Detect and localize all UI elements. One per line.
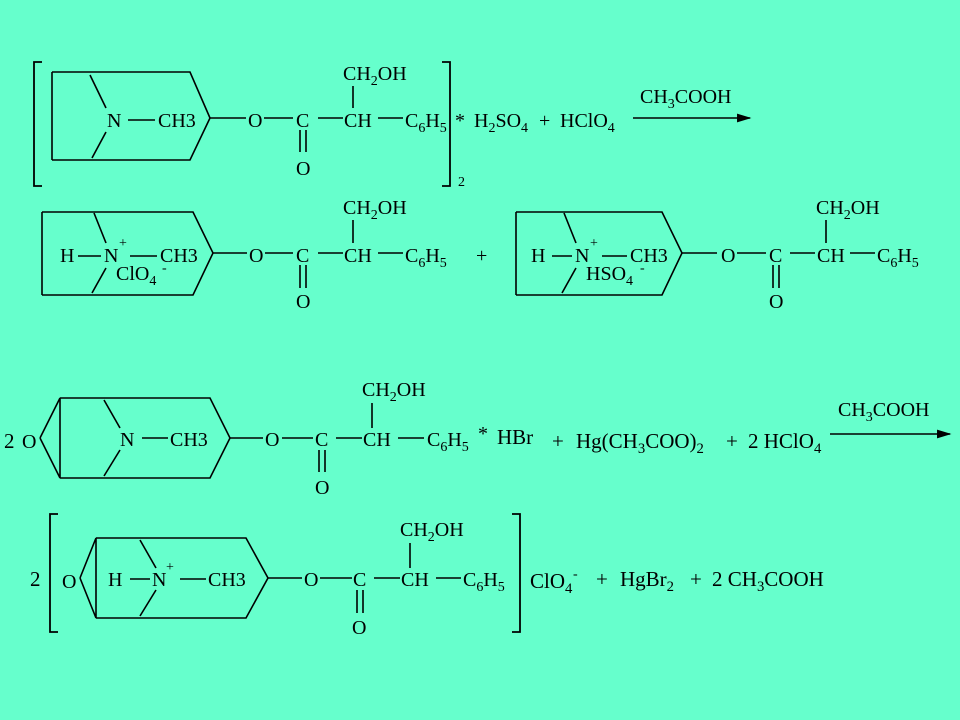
carbonyl-oxygen: O <box>315 477 329 499</box>
carbonyl-oxygen: O <box>296 291 310 313</box>
proton: H <box>531 245 545 267</box>
mercuric-bromide: HgBr2 <box>620 567 674 595</box>
carbonyl-carbon: C <box>769 245 782 267</box>
methyl-group: CH3 <box>160 245 198 267</box>
reaction-1-reactants: N CH3 O C O CH CH2OH C6H5 * 2 H2SO4 + HC… <box>33 61 752 190</box>
proton: H <box>60 245 74 267</box>
epoxide-oxygen: O <box>22 431 36 453</box>
plus-sign: + <box>726 429 738 453</box>
perchlorate-anion: ClO4 <box>116 263 156 289</box>
reaction-1-products: H N + CH3 ClO4 - O C O CH CH2OH C6H5 + H… <box>41 197 919 313</box>
hydrogen-sulfate-anion: HSO4 <box>586 263 633 289</box>
positive-charge: + <box>166 560 174 575</box>
solvent-label: CH3COOH <box>838 399 929 425</box>
perchloric-acid: HClO4 <box>560 110 615 136</box>
phenyl-group: C6H5 <box>877 245 919 271</box>
bracket-subscript: 2 <box>458 175 465 190</box>
plus-sign: + <box>596 567 608 591</box>
plus-sign: + <box>690 567 702 591</box>
carbonyl-oxygen: O <box>296 158 310 180</box>
solvent-label: CH3COOH <box>640 86 731 112</box>
left-square-bracket <box>33 61 42 187</box>
amine-nitrogen: N <box>107 110 121 132</box>
hydroxymethyl-group: CH2OH <box>362 379 426 405</box>
ester-oxygen: O <box>721 245 735 267</box>
carbonyl-carbon: C <box>353 569 366 591</box>
carbonyl-oxygen: O <box>769 291 783 313</box>
ester-oxygen: O <box>265 429 279 451</box>
epoxide-oxygen: O <box>62 571 76 593</box>
ester-oxygen: O <box>249 245 263 267</box>
carbonyl-carbon: C <box>315 429 328 451</box>
ammonium-nitrogen: N <box>152 569 166 591</box>
plus-sign: + <box>476 245 487 267</box>
negative-charge: - <box>640 261 645 276</box>
sulfuric-acid: H2SO4 <box>474 110 528 136</box>
phenyl-group: C6H5 <box>405 245 447 271</box>
methine-group: CH <box>363 429 391 451</box>
proton: H <box>108 569 122 591</box>
negative-charge: - <box>162 261 167 276</box>
hydroxymethyl-group: CH2OH <box>816 197 880 223</box>
ester-oxygen: O <box>304 569 318 591</box>
positive-charge: + <box>590 236 598 251</box>
hydroxymethyl-group: CH2OH <box>343 63 407 89</box>
methine-group: CH <box>344 245 372 267</box>
stoichiometric-coefficient: 2 <box>4 429 15 453</box>
reaction-2-products: 2 O H N + CH3 O C O CH CH2OH C6H5 ClO4 -… <box>30 513 824 639</box>
ester-oxygen: O <box>248 110 262 132</box>
ammonium-nitrogen: N <box>104 245 118 267</box>
acetic-acid: 2 CH3COOH <box>712 567 824 595</box>
hydroxymethyl-group: CH2OH <box>343 197 407 223</box>
plus-sign: + <box>552 429 564 453</box>
negative-charge: - <box>573 567 578 582</box>
hydroxymethyl-group: CH2OH <box>400 519 464 545</box>
phenyl-group: C6H5 <box>405 110 447 136</box>
carbonyl-carbon: C <box>296 245 309 267</box>
methyl-group: CH3 <box>630 245 668 267</box>
methine-group: CH <box>344 110 372 132</box>
methyl-group: CH3 <box>158 110 196 132</box>
phenyl-group: C6H5 <box>427 429 469 455</box>
carbonyl-oxygen: O <box>352 617 366 639</box>
methine-group: CH <box>401 569 429 591</box>
positive-charge: + <box>119 236 127 251</box>
methyl-group: CH3 <box>170 429 208 451</box>
methyl-group: CH3 <box>208 569 246 591</box>
salt-dot: * <box>455 110 465 132</box>
plus-sign: + <box>539 110 550 132</box>
reaction-2-reactants: 2 O N CH3 O C O CH CH2OH C6H5 * HBr + Hg… <box>4 379 952 499</box>
amine-nitrogen: N <box>120 429 134 451</box>
salt-dot: * <box>478 423 488 445</box>
ammonium-nitrogen: N <box>575 245 589 267</box>
perchloric-acid: 2 HClO4 <box>748 429 822 457</box>
hydrobromic-acid: HBr <box>497 425 533 449</box>
right-square-bracket <box>442 61 451 187</box>
mercuric-acetate: Hg(CH3COO)2 <box>576 429 704 457</box>
carbonyl-carbon: C <box>296 110 309 132</box>
stoichiometric-coefficient: 2 <box>30 567 41 591</box>
perchlorate-anion: ClO4 <box>530 569 573 597</box>
left-square-bracket <box>49 513 58 633</box>
right-square-bracket <box>512 513 521 633</box>
phenyl-group: C6H5 <box>463 569 505 595</box>
methine-group: CH <box>817 245 845 267</box>
